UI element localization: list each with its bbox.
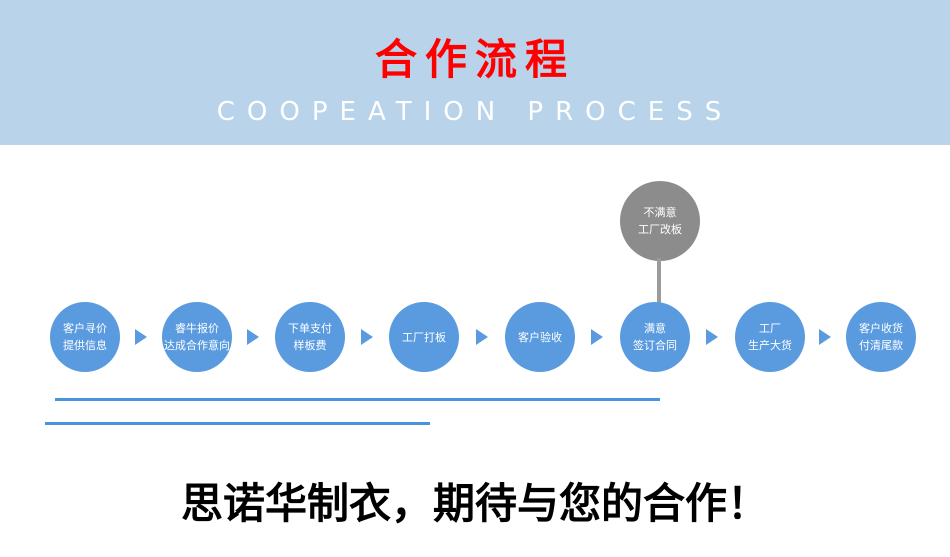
flow-step-label-line1: 客户收货 [859,322,903,335]
flow-step-label-line2: 达成合作意向 [164,339,230,352]
flow-step-receive-final-payment: 客户收货 付清尾款 [846,302,916,372]
decorative-line-short [45,422,430,425]
arrow-right-icon [706,329,718,345]
flow-step-label-line1: 客户寻价 [63,322,107,335]
flow-step-quote-agreement: 睿牛报价 达成合作意向 [162,302,232,372]
flow-step-factory-sample: 工厂打板 [389,302,459,372]
arrow-right-icon [819,329,831,345]
flow-step-label-line2: 提供信息 [63,339,107,352]
flow-step-mass-production: 工厂 生产大货 [735,302,805,372]
flow-node-not-satisfied: 不满意 工厂改板 [620,181,700,261]
footer-slogan: 思诺华制衣，期待与您的合作！ [180,479,769,528]
reject-connector-line [657,258,661,306]
flow-step-customer-acceptance: 客户验收 [505,302,575,372]
arrow-right-icon [135,329,147,345]
banner: 合作流程 COOPEATION PROCESS [0,0,950,145]
flow-step-order-sample-fee: 下单支付 样板费 [275,302,345,372]
flow-step-label-line2: 生产大货 [748,339,792,352]
arrow-right-icon [361,329,373,345]
decorative-line-long [55,398,660,401]
flow-step-label-line2: 签订合同 [633,339,677,352]
arrow-right-icon [591,329,603,345]
flow-step-label-line1: 睿牛报价 [175,322,219,335]
flow-step-label-line1: 工厂打板 [402,330,446,344]
flow-node-label-line1: 不满意 [643,206,677,219]
flow-step-sign-contract: 满意 签订合同 [620,302,690,372]
flow-step-label-line1: 满意 [644,322,666,335]
banner-title: 合作流程 [374,35,575,84]
flow-node-label-line2: 工厂改板 [638,223,682,236]
flow-step-label-line1: 工厂 [759,322,781,335]
flow-step-label-line1: 客户验收 [518,330,562,344]
flow-step-label-line1: 下单支付 [288,322,332,335]
arrow-right-icon [476,329,488,345]
flow-step-label-line2: 付清尾款 [859,339,903,352]
arrow-right-icon [247,329,259,345]
flow-step-customer-inquiry: 客户寻价 提供信息 [50,302,120,372]
flow-step-label-line2: 样板费 [293,339,327,352]
banner-subtitle: COOPEATION PROCESS [216,97,734,127]
